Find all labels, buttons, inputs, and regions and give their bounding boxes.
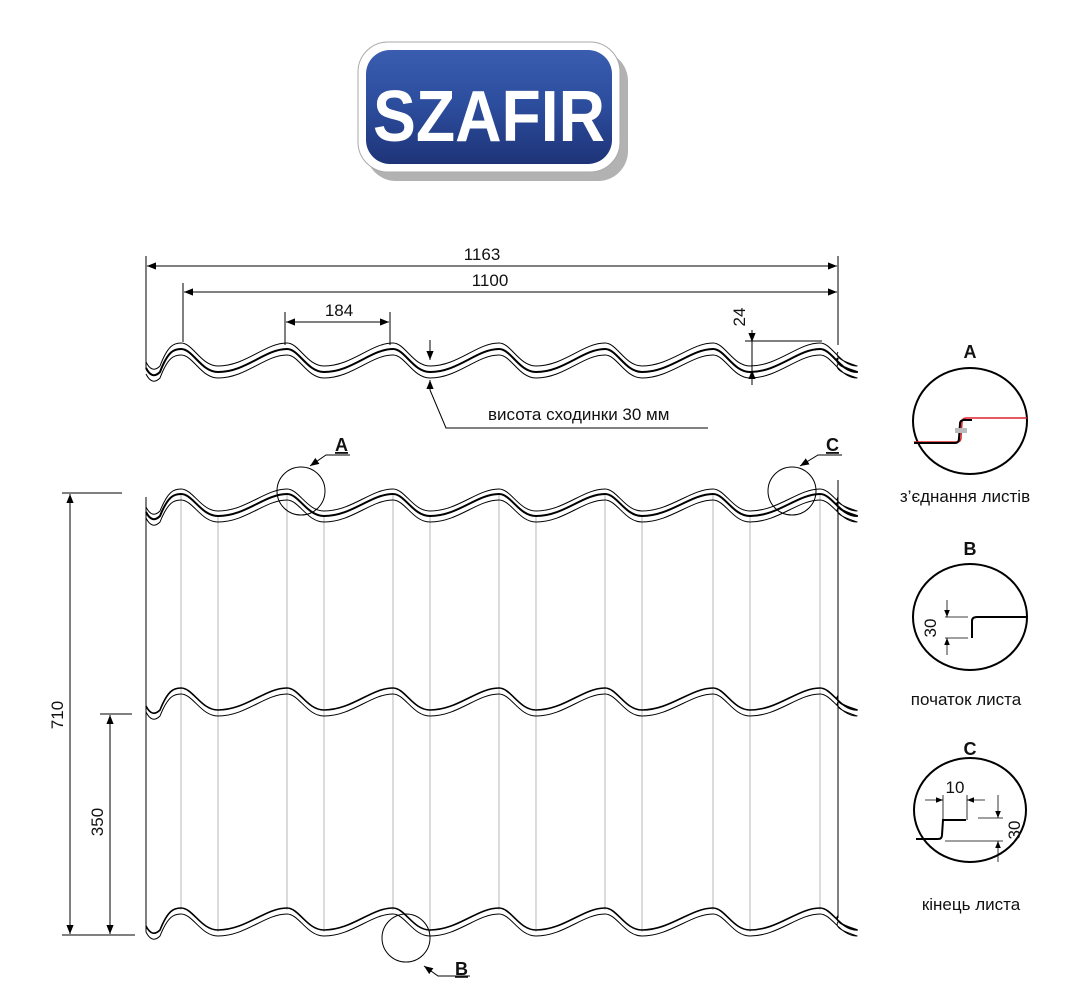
detail-b-caption: початок листа <box>911 690 1022 709</box>
front-dimensions <box>62 492 135 936</box>
front-top-edge-3 <box>145 499 858 526</box>
step-length-label: 350 <box>88 808 107 836</box>
detail-c: C 10 30 кінець листа <box>913 739 1027 914</box>
detail-a-caption: з’єднання листів <box>900 487 1030 506</box>
detail-c-width: 10 <box>946 778 965 797</box>
wave-height-label: 24 <box>730 308 749 327</box>
profile-line-top <box>145 342 858 370</box>
callout-c-label: C <box>826 435 839 455</box>
front-top-edge-1 <box>145 488 858 515</box>
detail-a-letter: A <box>964 342 977 362</box>
detail-b-letter: B <box>964 539 977 559</box>
detail-b: B 30 початок листа <box>911 539 1028 709</box>
profile-line-bottom <box>145 354 858 382</box>
front-bottom-edge-1 <box>145 907 858 934</box>
useful-width-label: 1100 <box>472 271 509 290</box>
tile-front-view <box>145 480 859 940</box>
profile-line-middle <box>145 347 859 377</box>
detail-b-dim: 30 <box>921 619 940 638</box>
front-bottom-edge-2 <box>145 913 858 940</box>
szafir-logo: SZAFIR <box>357 41 628 181</box>
sheet-length-label: 710 <box>48 701 67 729</box>
detail-c-letter: C <box>964 739 977 759</box>
detail-a: A з’єднання листів <box>900 342 1030 506</box>
tile-profile <box>145 342 859 382</box>
callout-b-label: B <box>455 959 468 979</box>
front-step-line-1 <box>145 687 858 714</box>
callout-a-label: A <box>335 435 348 455</box>
step-height-note: висота сходинки 30 мм <box>488 405 669 424</box>
total-width-label: 1163 <box>464 245 501 264</box>
profile-dimensions <box>145 256 839 429</box>
detail-c-caption: кінець листа <box>922 895 1021 914</box>
front-top-edge-2 <box>145 492 859 521</box>
logo-text: SZAFIR <box>373 77 605 157</box>
detail-c-height: 30 <box>1005 821 1024 840</box>
callouts <box>276 454 842 977</box>
front-step-line-2 <box>145 693 858 720</box>
wave-pitch-label: 184 <box>325 301 353 320</box>
